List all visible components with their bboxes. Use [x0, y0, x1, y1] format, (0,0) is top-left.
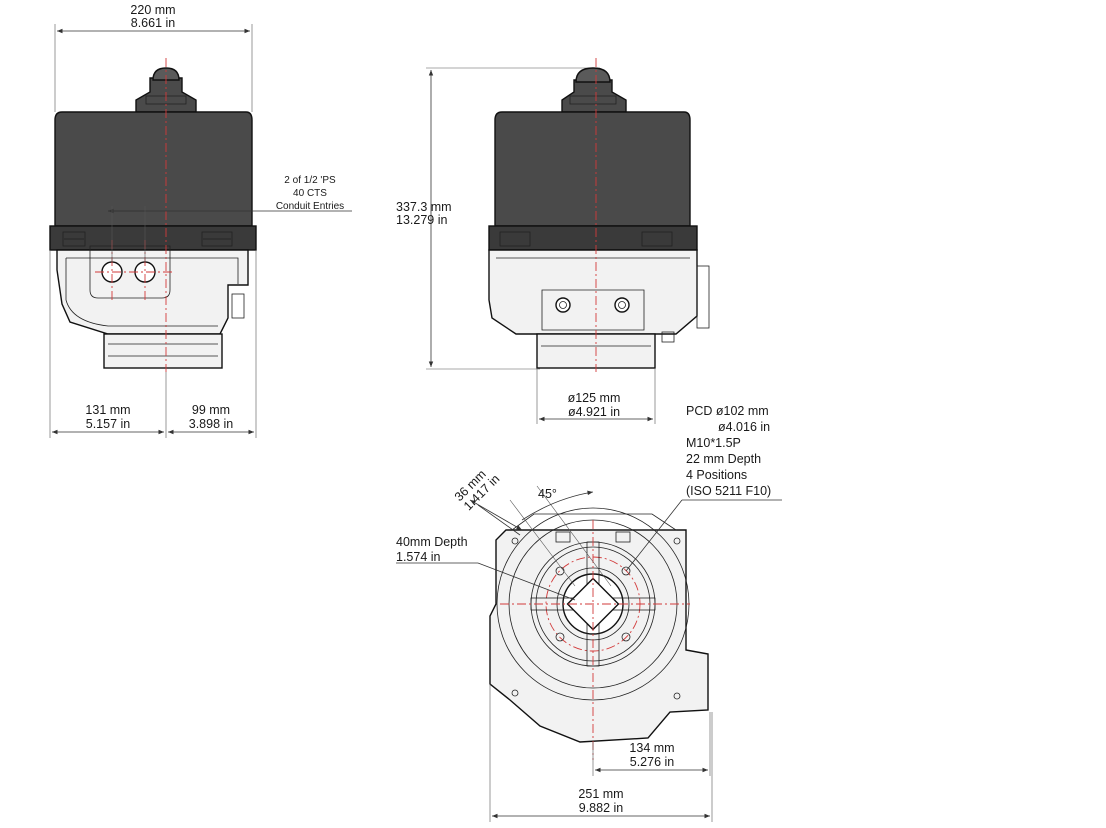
- pcd-hole-3: [555, 632, 565, 642]
- offset-in: 5.276 in: [630, 755, 675, 769]
- pcd-line-2: ø4.016 in: [718, 420, 770, 434]
- conduit-note-3: Conduit Entries: [276, 201, 344, 212]
- height-mm: 337.3 mm: [396, 200, 452, 214]
- output-flange: [103, 333, 223, 369]
- offset-mm: 134 mm: [629, 741, 674, 755]
- conduit-plate: [89, 245, 171, 299]
- right-offset-mm: 99 mm: [192, 403, 230, 417]
- housing-cover: [54, 111, 253, 227]
- left-offset-in: 5.157 in: [86, 417, 131, 431]
- flange-dia-in: ø4.921 in: [568, 405, 620, 419]
- gearbox-body: [56, 249, 249, 335]
- conduit-note-2: 40 CTS: [293, 188, 327, 199]
- height-in: 13.279 in: [396, 213, 447, 227]
- overall-in: 9.882 in: [579, 801, 624, 815]
- front-width-in: 8.661 in: [131, 16, 176, 30]
- bottom-view: PCD ø102 mm ø4.016 in M10*1.5P 22 mm Dep…: [396, 404, 782, 822]
- front-width-mm: 220 mm: [130, 3, 175, 17]
- flange-dia-mm: ø125 mm: [568, 391, 621, 405]
- left-offset-mm: 131 mm: [85, 403, 130, 417]
- overall-mm: 251 mm: [578, 787, 623, 801]
- depth-mm: 40mm Depth: [396, 535, 468, 549]
- conduit-note-1: 2 of 1/2 'PS: [284, 175, 336, 186]
- pcd-line-1: PCD ø102 mm: [686, 404, 769, 418]
- pcd-line-6: (ISO 5211 F10): [686, 484, 771, 498]
- depth-in: 1.574 in: [396, 550, 441, 564]
- right-offset-in: 3.898 in: [189, 417, 234, 431]
- side-gearbox-body: [488, 249, 698, 335]
- pcd-hole-2: [621, 566, 631, 576]
- angle-label: 45°: [538, 487, 557, 501]
- side-view: 337.3 mm 13.279 in ø125 mm ø4.921 in: [396, 58, 710, 424]
- pcd-line-5: 4 Positions: [686, 468, 747, 482]
- pcd-hole-4: [621, 632, 631, 642]
- front-view: 220 mm 8.661 in: [49, 3, 352, 438]
- pcd-line-4: 22 mm Depth: [686, 452, 761, 466]
- pcd-line-3: M10*1.5P: [686, 436, 741, 450]
- side-housing-cover: [494, 111, 691, 227]
